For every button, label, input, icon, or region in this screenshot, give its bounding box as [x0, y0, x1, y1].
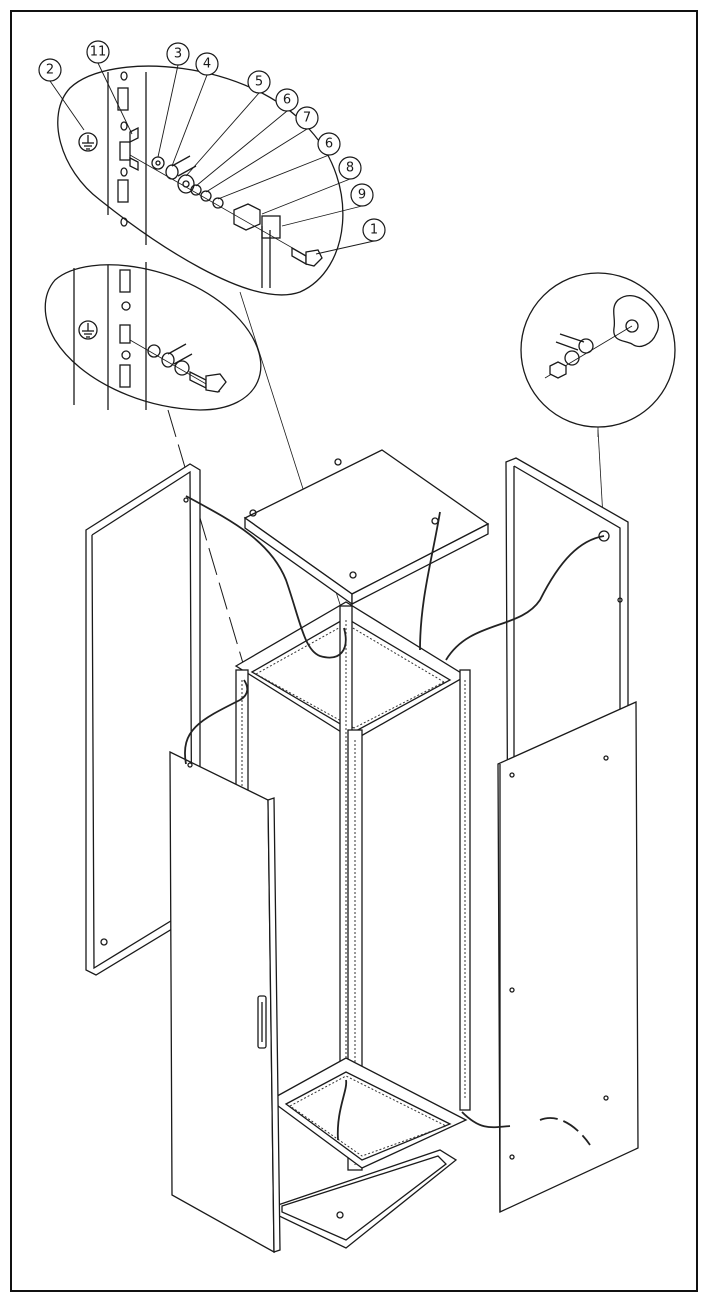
top-cover — [243, 449, 490, 606]
svg-text:5: 5 — [255, 75, 263, 90]
callout-3: 3 — [166, 42, 190, 66]
callout-8: 8 — [338, 156, 362, 180]
svg-text:11: 11 — [90, 45, 107, 60]
detail-door-grounding — [57, 65, 344, 296]
callout-6a: 6 — [275, 88, 299, 112]
svg-text:2: 2 — [46, 63, 54, 78]
earth-symbol-icon — [78, 132, 98, 152]
svg-text:9: 9 — [358, 188, 366, 203]
detail-panel-grounding — [44, 262, 262, 411]
front-door — [169, 750, 281, 1254]
svg-text:8: 8 — [346, 161, 354, 176]
callout-6b: 6 — [317, 132, 341, 156]
callout-1: 1 — [362, 218, 386, 242]
svg-text:6: 6 — [283, 93, 291, 108]
svg-text:4: 4 — [203, 57, 211, 72]
leader-panel — [167, 409, 246, 671]
callout-11: 11 — [86, 40, 110, 64]
svg-text:7: 7 — [303, 111, 311, 126]
earth-cables — [184, 495, 605, 1146]
rear-panel — [497, 700, 639, 1214]
detail-side-panel-stud — [520, 272, 676, 437]
callout-4: 4 — [195, 52, 219, 76]
callout-5: 5 — [247, 70, 271, 94]
callout-7: 7 — [295, 106, 319, 130]
callouts: 2 11 3 4 5 6 7 6 8 9 1 — [38, 40, 386, 255]
callout-2: 2 — [38, 58, 62, 82]
callout-9: 9 — [350, 183, 374, 207]
svg-text:3: 3 — [174, 47, 182, 62]
drawing-border — [10, 10, 698, 1292]
svg-text:6: 6 — [325, 137, 333, 152]
earth-symbol-icon — [78, 320, 98, 340]
svg-text:1: 1 — [370, 223, 378, 238]
